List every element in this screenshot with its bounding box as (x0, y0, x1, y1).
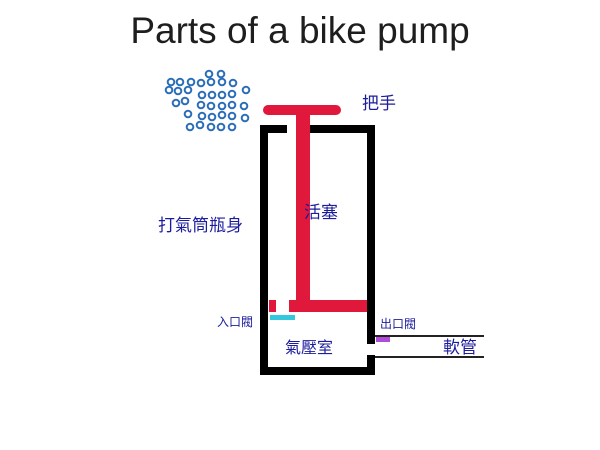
air-molecule (166, 77, 176, 87)
air-molecule (196, 100, 206, 110)
air-molecule (217, 110, 227, 120)
air-molecule (207, 112, 217, 122)
label-outlet-valve: 出口閥 (380, 317, 417, 331)
air-molecule (206, 77, 216, 87)
air-molecule (171, 98, 181, 108)
air-molecule (197, 90, 207, 100)
label-handle: 把手 (362, 94, 396, 114)
outlet-valve (376, 337, 390, 342)
piston-head-left (269, 300, 276, 312)
handle (263, 105, 341, 115)
air-molecule (173, 86, 183, 96)
air-molecule (197, 111, 207, 121)
air-molecule (196, 78, 206, 88)
label-hose: 軟管 (443, 338, 477, 358)
label-chamber: 氣壓室 (285, 338, 334, 357)
air-molecule (195, 120, 205, 130)
air-molecule (183, 109, 193, 119)
piston-rod (296, 113, 310, 308)
air-molecule (228, 78, 238, 88)
air-molecule (216, 69, 226, 79)
air-molecules (164, 69, 251, 132)
air-molecule (180, 96, 190, 106)
air-molecule (164, 85, 174, 95)
air-molecule (185, 122, 195, 132)
air-molecule (241, 85, 251, 95)
air-molecule (207, 90, 217, 100)
air-molecule (227, 111, 237, 121)
air-molecule (217, 77, 227, 87)
diagram-title: Parts of a bike pump (130, 10, 470, 51)
air-molecule (186, 77, 196, 87)
inlet-valve (270, 315, 295, 320)
air-molecule (183, 85, 193, 95)
air-molecule (216, 122, 226, 132)
air-molecule (227, 122, 237, 132)
air-molecule (175, 77, 185, 87)
piston-head (289, 300, 367, 312)
label-inlet-valve: 入口閥 (217, 315, 254, 329)
label-piston: 活塞 (304, 203, 338, 223)
air-molecule (206, 122, 216, 132)
air-molecule (206, 101, 216, 111)
air-molecule (227, 100, 237, 110)
air-molecule (239, 101, 249, 111)
air-molecule (227, 89, 237, 99)
air-molecule (240, 113, 250, 123)
label-barrel: 打氣筒瓶身 (158, 216, 243, 236)
barrel-body (260, 125, 375, 375)
air-molecule (217, 101, 227, 111)
air-molecule (217, 90, 227, 100)
air-molecule (204, 69, 214, 79)
